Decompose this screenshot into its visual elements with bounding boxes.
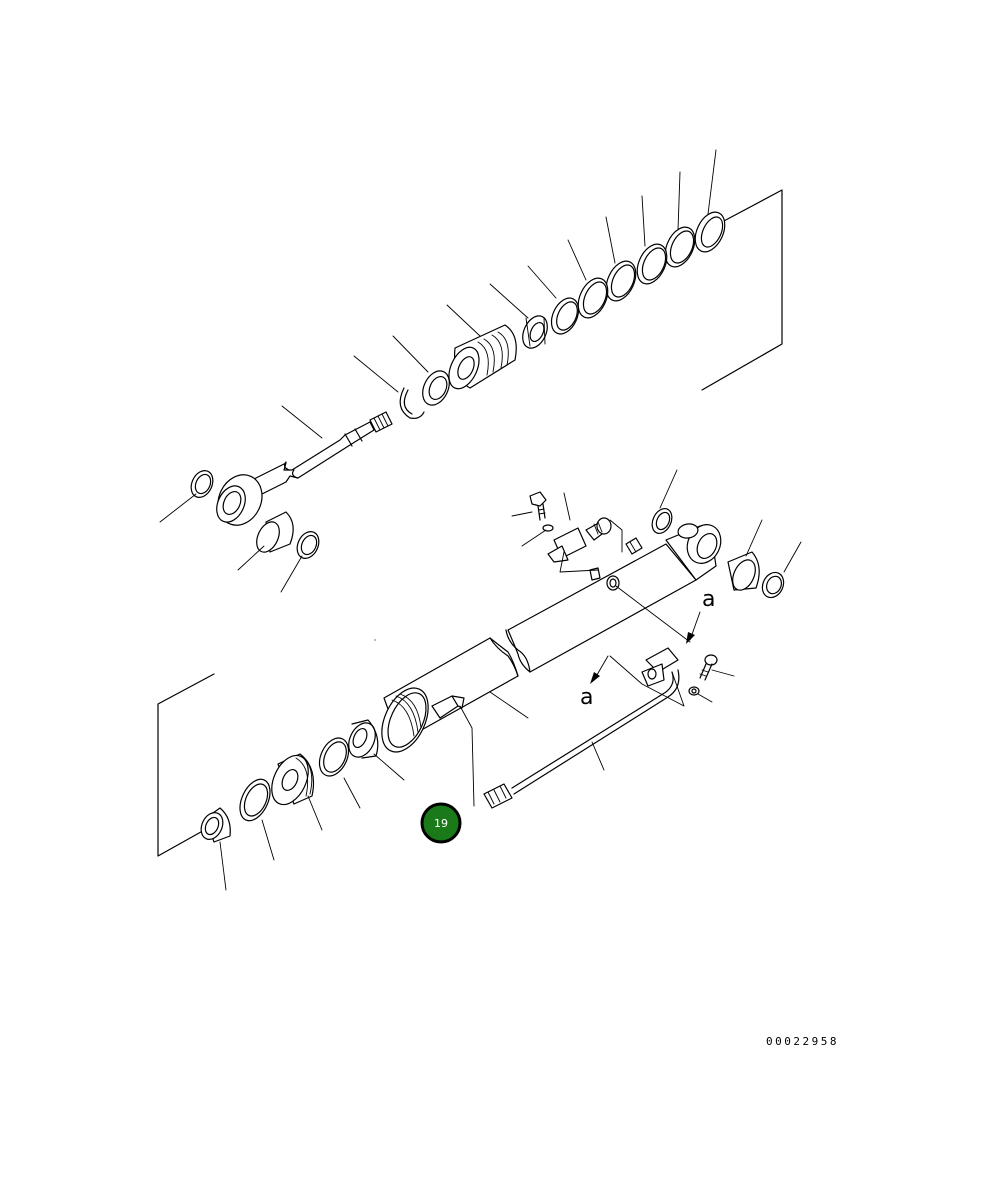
seal-ring-5	[577, 277, 609, 319]
seal-ring-4	[605, 260, 637, 302]
dust-seal	[200, 807, 231, 843]
piston	[448, 324, 517, 390]
upper-link-lines	[559, 519, 691, 643]
speck	[374, 639, 376, 641]
o-ring-lower	[318, 737, 350, 777]
hydraulic-pipe	[459, 669, 680, 809]
rod-eye-seal-right	[296, 531, 320, 559]
rod-eye-bushing	[256, 511, 294, 553]
piston-rod	[216, 411, 393, 526]
hotspot-badge-circle[interactable]	[420, 802, 462, 844]
lower-bracket	[157, 673, 215, 857]
drawing-id-code: 00022958	[766, 1035, 839, 1048]
view-arrow-upper: a	[686, 587, 715, 644]
upper-flange-block	[547, 517, 612, 563]
head-seal-left	[651, 508, 673, 534]
lower-washer	[688, 686, 700, 696]
lower-bolt	[699, 654, 718, 681]
rod-nut	[522, 315, 548, 349]
snap-ring	[399, 387, 425, 419]
tube-fitting-lower	[431, 695, 465, 719]
hotspot-label[interactable]: 19	[434, 817, 448, 830]
rod-nut-lower	[348, 719, 379, 759]
view-arrow-lower: a	[580, 655, 609, 710]
head-seal-right	[761, 571, 785, 599]
upper-bolt	[529, 491, 547, 521]
hotspot-19-badge[interactable]: 19	[420, 802, 462, 844]
lower-flange	[641, 647, 679, 687]
leader-lines-lower	[219, 469, 802, 891]
cylinder-tube	[381, 523, 722, 753]
seal-ring-3	[636, 243, 668, 285]
rod-eye-seal-left	[190, 470, 214, 498]
seal-ring-2	[664, 226, 696, 268]
seal-ring-6	[550, 297, 580, 335]
view-marker-lower: a	[580, 685, 593, 710]
head-seal-ring	[239, 778, 271, 822]
cylinder-head	[271, 753, 315, 806]
upper-nipple	[625, 537, 643, 555]
head-bushing	[727, 551, 760, 591]
leader-lines-upper	[159, 149, 717, 593]
rod-bushing	[422, 370, 450, 406]
lower-link-lines	[609, 655, 685, 707]
view-marker-upper: a	[702, 587, 715, 612]
upper-bracket	[701, 189, 783, 391]
upper-washer	[542, 524, 554, 532]
seal-ring-1	[694, 211, 726, 253]
